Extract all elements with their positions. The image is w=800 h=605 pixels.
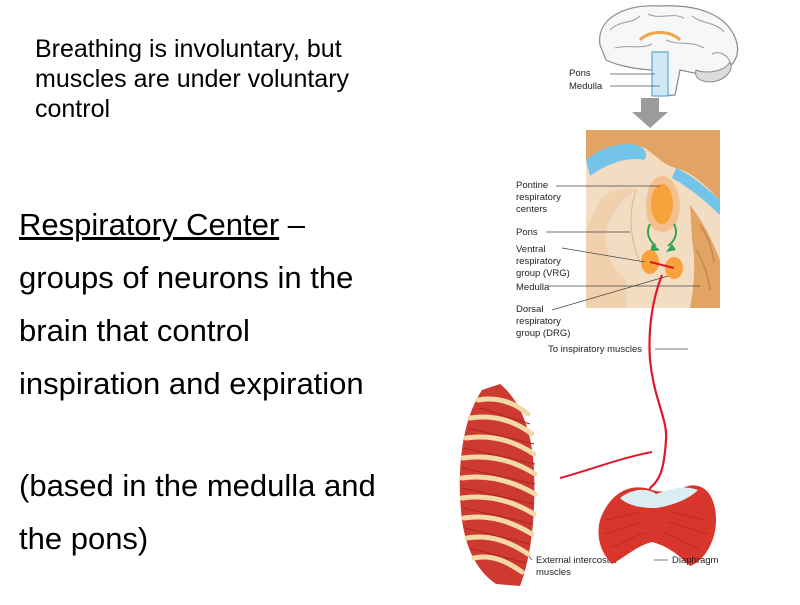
pontine-center bbox=[651, 184, 673, 224]
brain-thumbnail bbox=[599, 5, 739, 97]
label-diaphragm: Diaphragm bbox=[672, 555, 719, 566]
top-label-pons: Pons bbox=[569, 68, 591, 79]
label-pontine-1: Pontine bbox=[516, 180, 548, 191]
label-drg-1: Dorsal bbox=[516, 304, 543, 315]
respiratory-diagram: Pons Medulla bbox=[459, 5, 739, 586]
rib-cage bbox=[459, 384, 538, 586]
definition-heading: Respiratory Center – bbox=[19, 198, 459, 251]
nerve-pathway bbox=[648, 274, 668, 489]
term-respiratory-center: Respiratory Center bbox=[19, 207, 280, 242]
definition-text: Respiratory Center – groups of neurons i… bbox=[19, 198, 459, 410]
label-pontine-2: respiratory bbox=[516, 192, 561, 203]
location-note: (based in the medulla and the pons) bbox=[19, 459, 459, 565]
intro-line: Breathing is involuntary, but bbox=[35, 35, 342, 63]
respiratory-figure: Pons Medulla bbox=[455, 0, 800, 600]
brainstem-panel bbox=[586, 130, 720, 308]
intro-line: muscles are under voluntary bbox=[35, 65, 350, 93]
label-vrg-3: group (VRG) bbox=[516, 268, 570, 279]
label-drg-2: respiratory bbox=[516, 316, 561, 327]
label-to-inspiratory-muscles: To inspiratory muscles bbox=[548, 344, 642, 355]
label-pontine-3: centers bbox=[516, 204, 547, 215]
intercostal-nerve bbox=[559, 451, 653, 479]
label-vrg-2: respiratory bbox=[516, 256, 561, 267]
diaphragm bbox=[598, 485, 716, 566]
definition-line: groups of neurons in the bbox=[19, 260, 354, 295]
zoom-arrow-icon bbox=[632, 98, 668, 128]
term-dash: – bbox=[279, 207, 306, 242]
definition-line: inspiration and expiration bbox=[19, 366, 364, 401]
label-intercostal-1: External intercostal bbox=[536, 555, 617, 566]
label-drg-3: group (DRG) bbox=[516, 328, 570, 339]
definition-line: brain that control bbox=[19, 313, 250, 348]
label-medulla: Medulla bbox=[516, 282, 550, 293]
note-line: (based in the medulla and bbox=[19, 468, 376, 503]
intro-text: Breathing is involuntary, but muscles ar… bbox=[35, 34, 455, 124]
label-vrg-1: Ventral bbox=[516, 244, 546, 255]
label-pons: Pons bbox=[516, 227, 538, 238]
top-label-medulla: Medulla bbox=[569, 81, 603, 92]
note-line: the pons) bbox=[19, 521, 149, 556]
label-intercostal-2: muscles bbox=[536, 567, 571, 578]
intro-line: control bbox=[35, 95, 111, 123]
